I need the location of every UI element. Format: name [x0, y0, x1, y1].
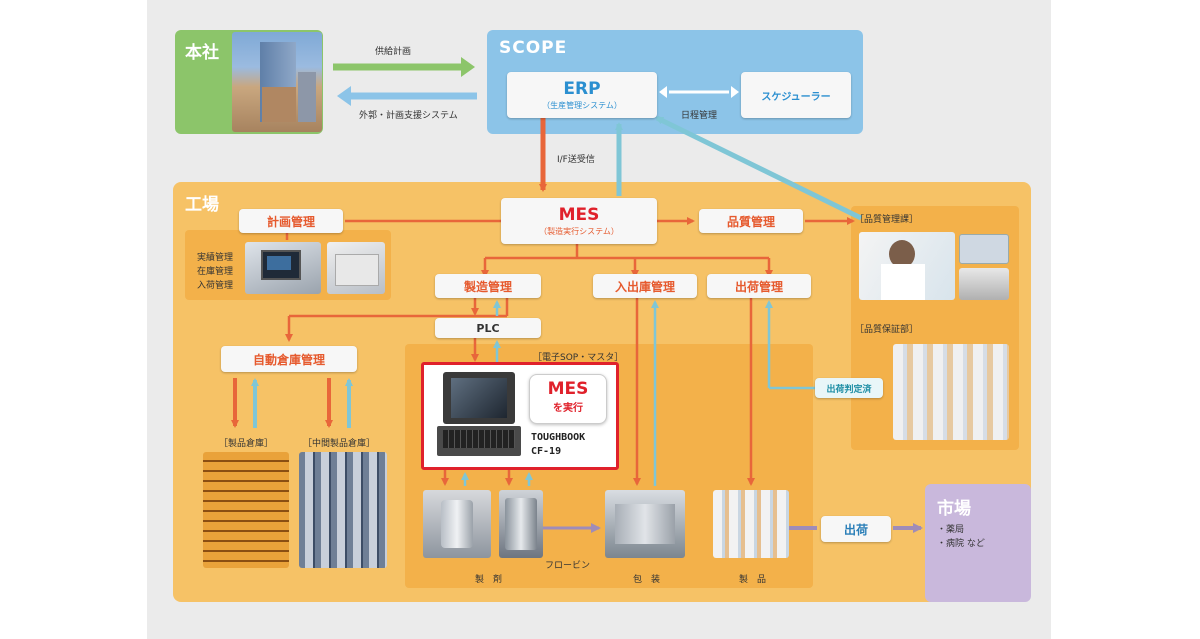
toughbook-laptop-icon	[437, 372, 521, 460]
intermediate-warehouse-label: ［中間製品倉庫］	[303, 439, 376, 449]
mes-title: MES	[558, 204, 600, 225]
scheduler-box[interactable]: スケジューラー	[741, 72, 851, 118]
plan-mgmt-label: 計画管理	[266, 214, 315, 229]
toughbook-model-line2: CF-19	[531, 446, 562, 457]
market-item-pharmacy: ・薬局	[937, 525, 965, 535]
ship-mgmt-box[interactable]: 出荷管理	[707, 274, 811, 298]
lab-device-photo	[959, 268, 1009, 300]
bubble-mes-text: MES	[547, 379, 589, 399]
lab-technician-photo	[859, 232, 955, 300]
shipping-judged-box[interactable]: 出荷判定済	[815, 378, 883, 398]
erp-subtitle: （生産管理システム）	[542, 100, 622, 110]
headquarters-building-photo	[232, 32, 322, 132]
external-support-label: 外郭・計画支援システム	[359, 111, 458, 121]
mfg-mgmt-box[interactable]: 製造管理	[435, 274, 541, 298]
market-item-hospital: ・病院 など	[937, 539, 985, 549]
qa-dept-label: ［品質保証部］	[855, 325, 919, 335]
scope-title: SCOPE	[499, 38, 568, 58]
external-support-arrow	[337, 86, 477, 106]
plan-mgmt-box[interactable]: 計画管理	[239, 209, 343, 233]
quality-to-erp-arrow	[655, 115, 863, 221]
mfg-mgmt-label: 製造管理	[463, 279, 512, 294]
auto-warehouse-box[interactable]: 自動倉庫管理	[221, 346, 357, 372]
if-label: I/F送受信	[557, 155, 595, 165]
toughbook-model-line1: TOUGHBOOK	[531, 432, 586, 443]
schedule-mgmt-label: 日程管理	[681, 111, 718, 121]
erp-box[interactable]: ERP （生産管理システム）	[507, 72, 657, 118]
office-computer-photo	[245, 242, 321, 294]
market-region	[925, 484, 1031, 602]
flowbin-photo	[499, 490, 543, 558]
plan-list-item: 在庫管理	[197, 267, 234, 277]
honsha-title: 本社	[185, 43, 219, 63]
flowbin-label: フロービン	[545, 561, 591, 571]
plan-list-item: 実績管理	[197, 253, 234, 263]
schedule-mgmt-arrow	[659, 86, 739, 98]
formulation-equipment-photo	[423, 490, 491, 558]
formulation-label: 製 剤	[475, 575, 503, 585]
qc-dept-label: ［品質管理課］	[855, 215, 919, 225]
plc-label: PLC	[476, 321, 500, 335]
plc-box[interactable]: PLC	[435, 318, 541, 338]
connector-layer	[231, 57, 923, 533]
quality-mgmt-label: 品質管理	[726, 214, 775, 229]
factory-title: 工場	[185, 195, 219, 215]
supply-plan-label: 供給計画	[375, 47, 412, 57]
shipping-label: 出荷	[843, 522, 868, 537]
ship-mgmt-label: 出荷管理	[734, 279, 783, 294]
bubble-run-text: を実行	[553, 403, 583, 414]
lab-monitor-photo	[959, 234, 1009, 264]
shipping-judged-label: 出荷判定済	[826, 384, 872, 395]
product-warehouse-photo	[203, 452, 289, 568]
auto-warehouse-label: 自動倉庫管理	[252, 352, 325, 367]
diagram-canvas: 本社 SCOPE 工場 市場 ・薬局 ・病院 など	[147, 0, 1051, 639]
inout-mgmt-label: 入出庫管理	[614, 279, 675, 294]
product-packages-photo	[713, 490, 789, 558]
packaging-label: 包 装	[633, 575, 661, 585]
product-label: 製 品	[739, 575, 767, 585]
shipping-box[interactable]: 出荷	[821, 516, 891, 542]
scheduler-label: スケジューラー	[761, 91, 831, 103]
intermediate-warehouse-photo	[299, 452, 387, 568]
inout-mgmt-box[interactable]: 入出庫管理	[593, 274, 697, 298]
quality-mgmt-box[interactable]: 品質管理	[699, 209, 803, 233]
plan-list-item: 入荷管理	[197, 281, 234, 291]
sop-label: ［電子SOP・マスタ］	[533, 353, 624, 363]
packaging-machine-photo	[605, 490, 685, 558]
market-title: 市場	[937, 499, 971, 519]
supply-plan-arrow	[333, 57, 475, 77]
mes-subtitle: （製造実行システム）	[539, 226, 619, 236]
erp-title: ERP	[563, 78, 601, 99]
pharmaceutical-packages-photo	[893, 344, 1009, 440]
mes-box[interactable]: MES （製造実行システム）	[501, 198, 657, 244]
printer-photo	[327, 242, 385, 294]
mes-speech-bubble: MES を実行	[529, 374, 607, 424]
product-warehouse-label: ［製品倉庫］	[219, 439, 274, 449]
